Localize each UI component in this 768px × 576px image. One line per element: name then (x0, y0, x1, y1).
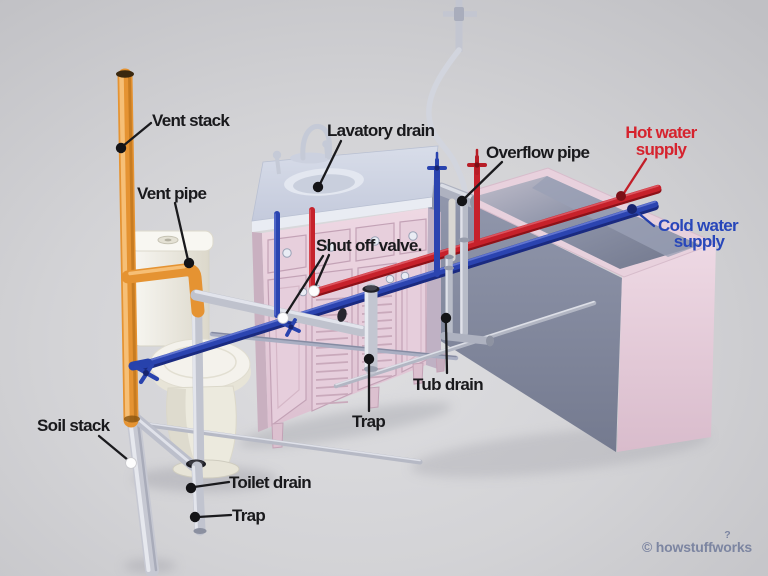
hot-water-main (310, 184, 662, 296)
faucet-handle-right (322, 140, 330, 159)
trap-vanity-dot (363, 353, 375, 365)
stack-joint (124, 415, 140, 423)
floor-pipe-left (131, 420, 423, 465)
faucet-plate (290, 152, 330, 164)
hot-water-supply-label-line2: supply (636, 140, 688, 159)
tub-spout-body (434, 182, 479, 208)
vent-stack-leader (121, 121, 153, 148)
toilet-shadow (133, 466, 277, 492)
vent-stack-label: Vent stack (152, 111, 230, 130)
shower-slider (454, 7, 464, 21)
tub-drain-dot (440, 312, 452, 324)
tub-near-face (428, 182, 622, 452)
counter-edge (252, 197, 432, 232)
floor-pipe-mid (209, 331, 459, 361)
overflow-pipe-leader (463, 160, 504, 200)
label-dots (115, 142, 637, 523)
vanity-shadow (238, 402, 452, 448)
vent-stack-cap (116, 70, 134, 78)
lavatory-drain-dot (312, 181, 324, 193)
cold-water-supply-label-line2: supply (674, 232, 726, 251)
faucet-handle-left (272, 150, 282, 175)
soil-stack-dot (125, 457, 137, 469)
shutoff-leader-hot (313, 253, 331, 289)
vent-pipe-dot (183, 257, 195, 269)
shower-hose (426, 47, 469, 202)
tub-drain-connector (440, 332, 494, 345)
shutoff-dot-cold (277, 312, 289, 324)
toilet-drain-dot (185, 482, 197, 494)
overflow-pipe-dot (456, 195, 468, 207)
hot-supply-dot (616, 191, 626, 201)
shutoff-leader-cold (284, 254, 325, 316)
cold-water-main (138, 200, 659, 369)
watermark-question-mark: ? (724, 529, 731, 541)
trap-vanity-label: Trap (352, 412, 385, 431)
tub-drain-leader (444, 320, 449, 375)
hot-supply-leader (622, 157, 648, 195)
vent-drain-pipe (191, 306, 205, 467)
main-drain-run (333, 300, 597, 389)
tub-hot-valve (467, 148, 487, 245)
trap-toilet-label: Trap (232, 506, 265, 525)
tub-drain-label: Tub drain (413, 375, 483, 394)
toilet-drain-leader (192, 480, 231, 489)
cold-supply-dot (627, 204, 637, 214)
overflow-pipe-label: Overflow pipe (486, 143, 590, 162)
tub-right-face (617, 243, 716, 452)
hot-water-supply-label-line1: Hot water (625, 123, 697, 142)
shutoff-dot-hot (308, 285, 320, 297)
trap-toilet-dot (189, 511, 201, 523)
vent-stack-dot (115, 142, 127, 154)
supply-risers-valves (274, 148, 487, 337)
vent-pipe-label: Vent pipe (137, 184, 207, 203)
supply-mains (128, 184, 662, 385)
howstuffworks-watermark: © howstuffwo?rks (642, 529, 753, 555)
lavatory-drain-leader (318, 139, 343, 186)
cold-shutoff-handle (280, 318, 301, 337)
label-texts: Vent stack Vent pipe Lavatory drain Over… (37, 111, 740, 525)
drain-collar (337, 308, 347, 322)
drawer-knobs (282, 231, 418, 258)
cold-water-supply-label-line1: Cold water (658, 216, 739, 235)
shut-off-valve-label: Shut off valve. (316, 236, 422, 255)
lavatory-drain-label: Lavatory drain (327, 121, 435, 140)
tub-cold-valve (427, 151, 447, 277)
soil-stack-leader (97, 434, 130, 462)
trap-toilet-leader (196, 513, 233, 519)
sink-bowl (293, 174, 355, 194)
label-leaders (97, 121, 656, 519)
vent-pipe-leader (173, 201, 190, 262)
watermark-prefix: © howstuffw (642, 539, 724, 555)
cold-supply-leader (635, 210, 656, 228)
soil-stack-label: Soil stack (37, 416, 111, 435)
faucet-spout (300, 123, 332, 161)
vent-pipe-branch (121, 263, 205, 318)
watermark-suffix: rks (731, 539, 753, 555)
toilet-drain-label: Toilet drain (229, 473, 311, 492)
soil-stack-pipe (126, 407, 159, 576)
cold-main-valve (128, 358, 160, 385)
watermark-o: o? (723, 529, 732, 555)
shower-assembly (426, 0, 477, 202)
